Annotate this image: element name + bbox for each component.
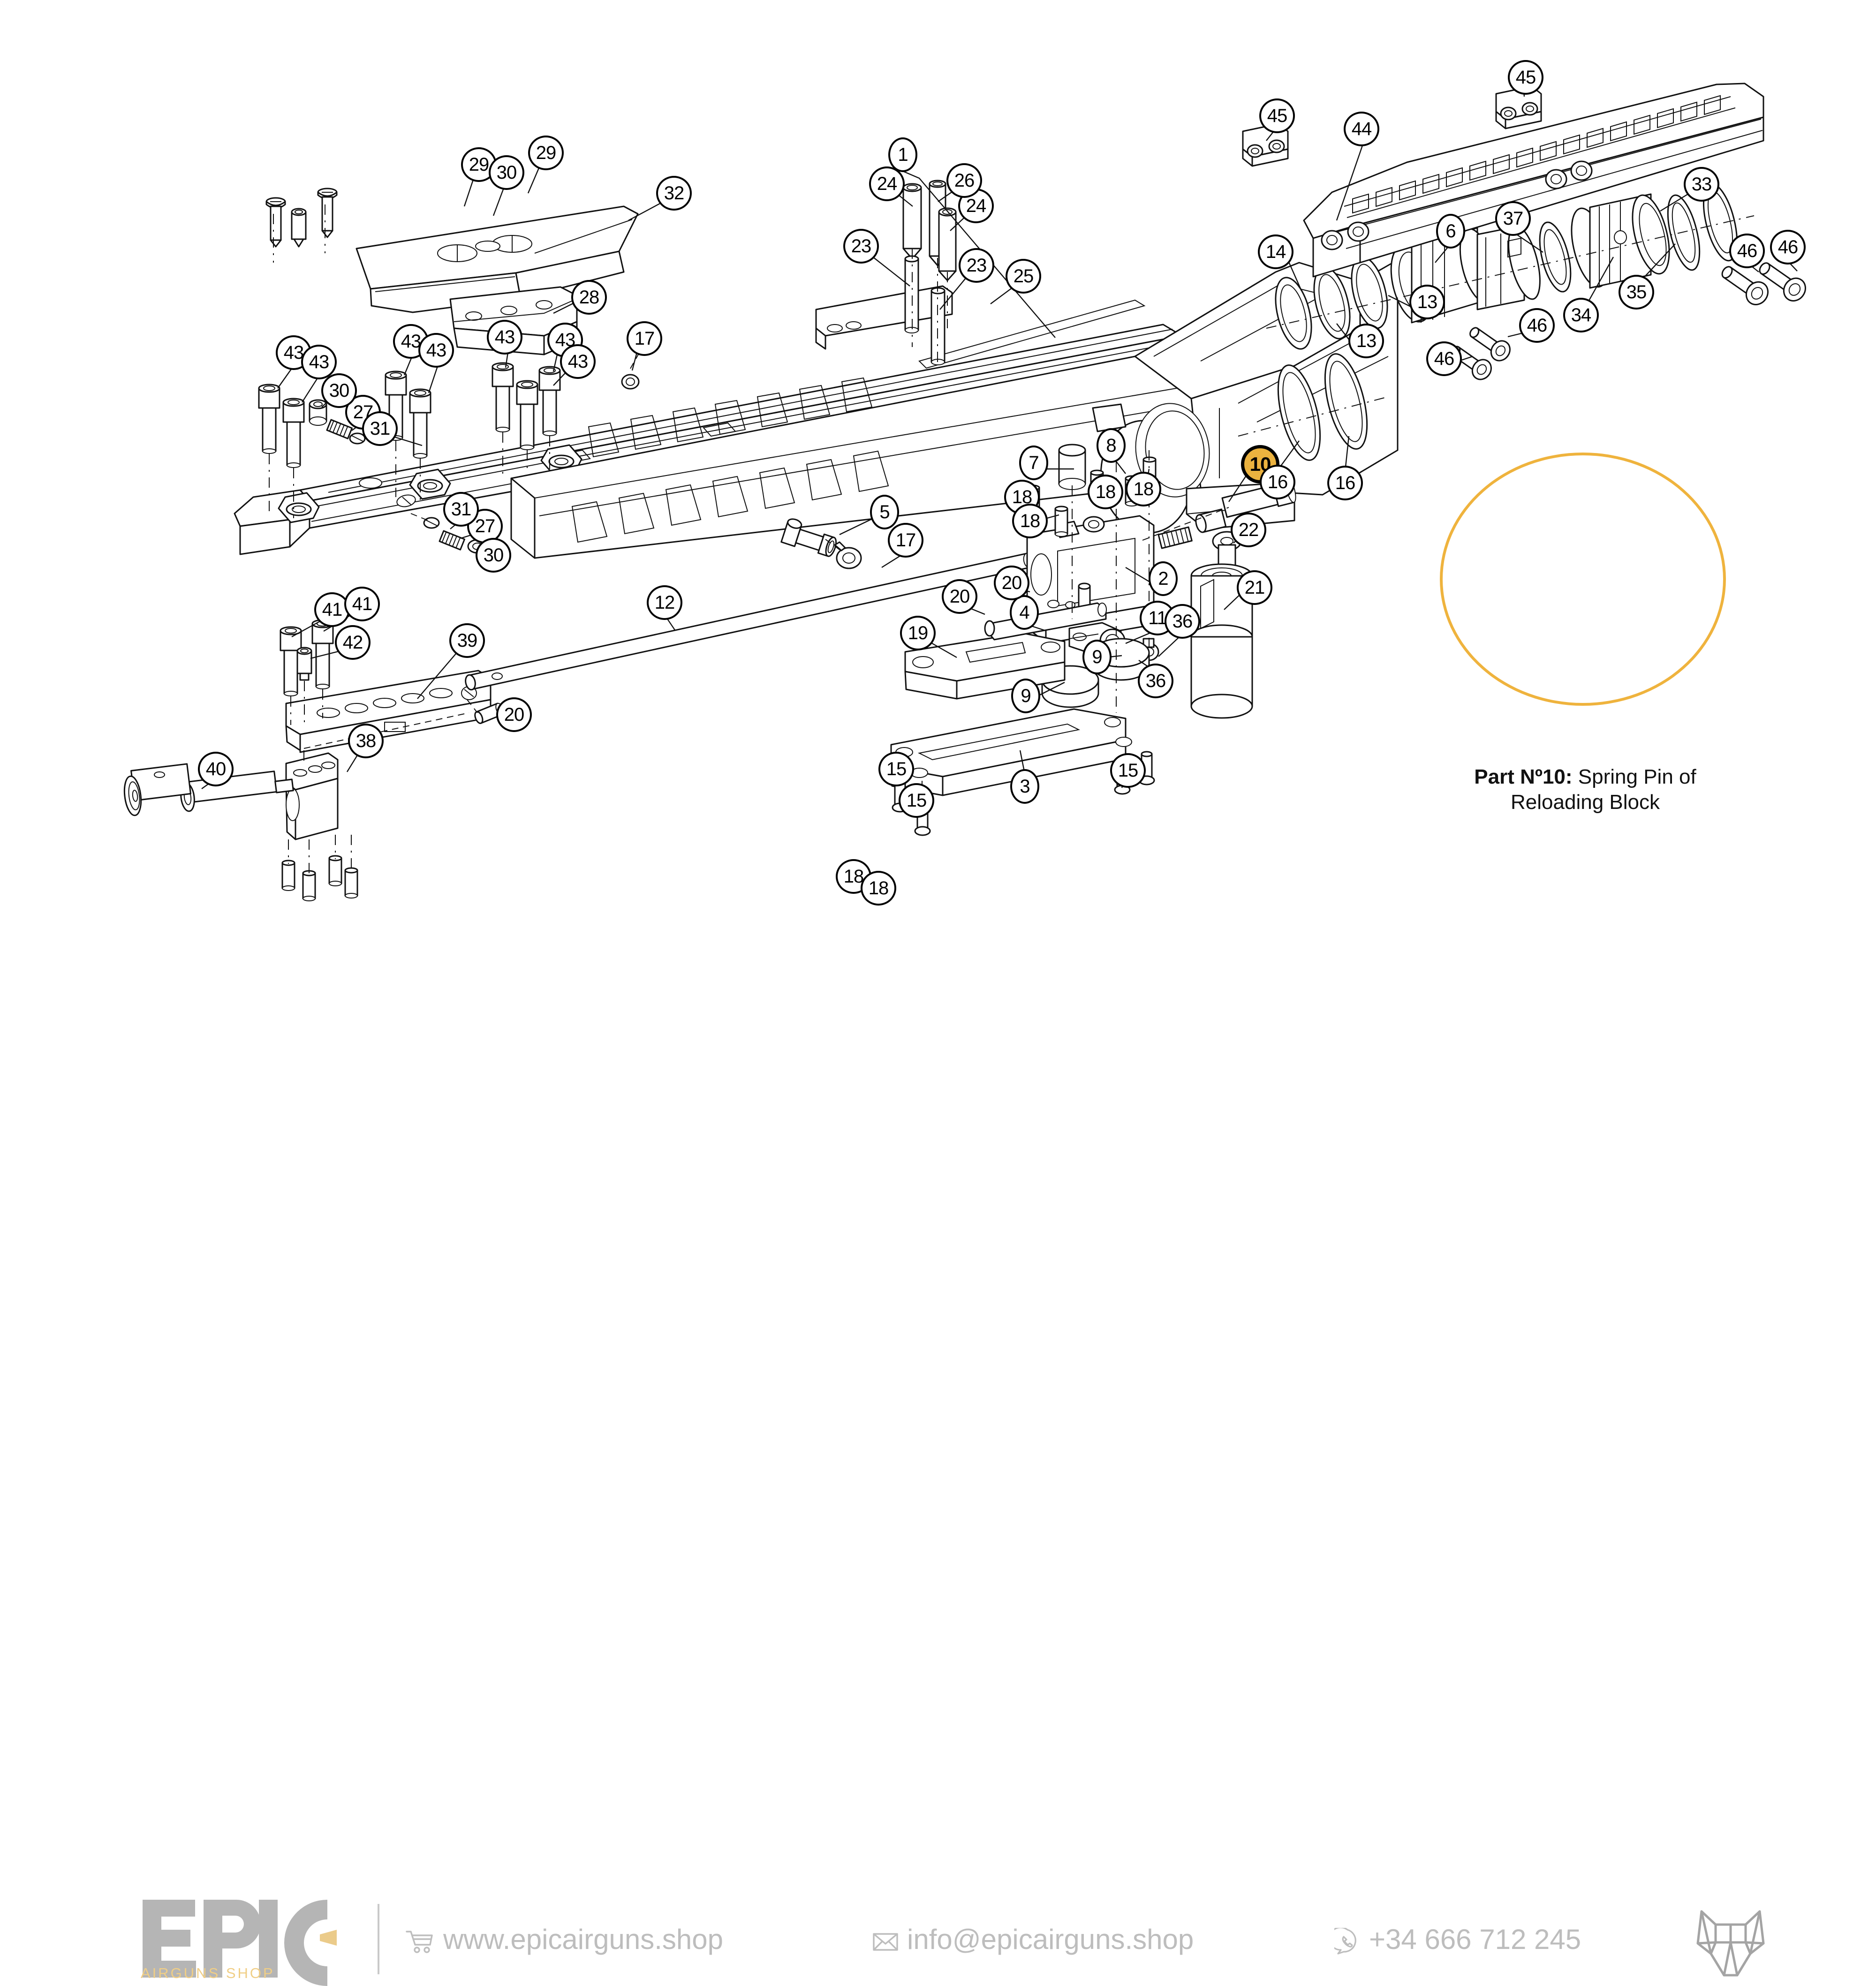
callout-bubble-46[interactable]: 46 [1770, 230, 1806, 264]
email-text: info@epicairguns.shop [907, 1924, 1194, 1955]
callout-bubble-45[interactable]: 45 [1259, 98, 1295, 133]
callout-bubble-16[interactable]: 16 [1260, 465, 1295, 499]
callout-bubble-43[interactable]: 43 [487, 320, 522, 355]
part-magnifier-circle [1440, 453, 1726, 706]
callout-bubble-35[interactable]: 35 [1619, 275, 1654, 310]
callout-bubble-29[interactable]: 29 [528, 136, 564, 170]
callout-bubble-23[interactable]: 23 [959, 248, 994, 283]
callout-bubble-46[interactable]: 46 [1519, 308, 1555, 343]
callout-bubble-43[interactable]: 43 [418, 333, 454, 368]
callout-bubble-28[interactable]: 28 [571, 280, 607, 315]
part-number-label: Part Nº10: [1474, 765, 1573, 788]
callout-bubble-46[interactable]: 46 [1426, 341, 1462, 376]
callout-bubble-38[interactable]: 38 [348, 724, 384, 758]
cart-icon [406, 1930, 433, 1953]
callout-bubble-32[interactable]: 32 [656, 176, 692, 211]
callout-bubble-18[interactable]: 18 [1088, 475, 1123, 509]
callout-bubble-11[interactable]: 11 [1140, 601, 1175, 635]
part-caption: Part Nº10: Spring Pin of Reloading Block [1388, 764, 1782, 815]
website-contact[interactable]: www.epicairguns.shop [406, 1924, 723, 1957]
exploded-view-illustration: .l{fill:none;stroke:#111;stroke-width:3;… [123, 83, 1806, 902]
callout-bubble-1[interactable]: 1 [888, 137, 917, 172]
callout-bubble-27[interactable]: 27 [467, 509, 503, 544]
callout-bubble-20[interactable]: 20 [942, 579, 977, 614]
callout-bubble-39[interactable]: 39 [449, 623, 485, 658]
callout-bubble-18[interactable]: 18 [861, 871, 896, 906]
callout-bubble-25[interactable]: 25 [1006, 259, 1041, 294]
callout-bubble-42[interactable]: 42 [335, 625, 371, 660]
part-name-line1: Spring Pin of [1578, 765, 1696, 788]
callout-bubble-36[interactable]: 36 [1165, 604, 1200, 639]
callout-bubble-43[interactable]: 43 [301, 345, 337, 379]
callout-bubble-33[interactable]: 33 [1684, 167, 1719, 202]
callout-bubble-7[interactable]: 7 [1019, 446, 1048, 480]
brand-subtitle: AIRGUNS SHOP [141, 1965, 275, 1981]
callout-bubble-26[interactable]: 26 [946, 163, 982, 198]
callout-bubble-17[interactable]: 17 [888, 523, 923, 558]
callout-bubble-2[interactable]: 2 [1149, 561, 1178, 596]
callout-bubble-23[interactable]: 23 [843, 229, 879, 264]
callout-bubble-19[interactable]: 19 [900, 616, 936, 650]
callout-bubble-8[interactable]: 8 [1097, 428, 1126, 463]
callout-bubble-3[interactable]: 3 [1010, 769, 1039, 804]
callout-bubble-20[interactable]: 20 [994, 566, 1029, 600]
callout-bubble-4[interactable]: 4 [1010, 595, 1039, 630]
callout-bubble-6[interactable]: 6 [1436, 214, 1465, 249]
callout-bubble-41[interactable]: 41 [314, 592, 350, 627]
callout-bubble-30[interactable]: 30 [321, 373, 357, 408]
callout-bubble-18[interactable]: 18 [1012, 504, 1048, 538]
callout-bubble-30[interactable]: 30 [489, 155, 524, 190]
callout-bubble-41[interactable]: 41 [344, 587, 380, 621]
part-name-line2: Reloading Block [1511, 790, 1660, 814]
callout-bubble-24[interactable]: 24 [869, 166, 905, 201]
callout-bubble-15[interactable]: 15 [899, 783, 934, 818]
callout-bubble-18[interactable]: 18 [1126, 472, 1161, 506]
callout-bubble-22[interactable]: 22 [1231, 513, 1266, 547]
footer-divider [378, 1904, 379, 1974]
callout-bubble-12[interactable]: 12 [647, 585, 682, 620]
callout-bubble-45[interactable]: 45 [1508, 60, 1543, 95]
phone-contact[interactable]: +34 666 712 245 [1334, 1924, 1581, 1957]
callout-bubble-40[interactable]: 40 [198, 752, 234, 786]
callout-bubble-17[interactable]: 17 [627, 321, 662, 356]
callout-bubble-21[interactable]: 21 [1237, 570, 1272, 605]
callout-bubble-43[interactable]: 43 [560, 344, 596, 379]
envelope-icon [873, 1933, 898, 1951]
callout-bubble-31[interactable]: 31 [443, 492, 479, 527]
callout-bubble-46[interactable]: 46 [1729, 234, 1765, 268]
callout-bubble-30[interactable]: 30 [476, 538, 511, 573]
callout-bubble-20[interactable]: 20 [496, 697, 532, 732]
callout-bubble-14[interactable]: 14 [1258, 234, 1294, 269]
callout-bubble-44[interactable]: 44 [1344, 112, 1379, 146]
callout-bubble-13[interactable]: 13 [1348, 324, 1384, 358]
footer-bar: AIRGUNS SHOP www.epicairguns.shop [0, 947, 1876, 1986]
wolf-head-icon [1696, 1910, 1765, 1977]
callout-bubble-16[interactable]: 16 [1327, 466, 1363, 500]
whatsapp-icon [1334, 1927, 1356, 1955]
email-contact[interactable]: info@epicairguns.shop [872, 1924, 1194, 1957]
callout-bubble-36[interactable]: 36 [1138, 664, 1173, 698]
callout-bubble-9[interactable]: 9 [1011, 679, 1040, 713]
callout-bubble-15[interactable]: 15 [878, 752, 914, 786]
callout-bubble-9[interactable]: 9 [1082, 640, 1112, 674]
callout-bubble-37[interactable]: 37 [1495, 201, 1531, 236]
callout-bubble-31[interactable]: 31 [362, 411, 398, 446]
website-text: www.epicairguns.shop [443, 1924, 723, 1955]
phone-text: +34 666 712 245 [1369, 1924, 1581, 1955]
callout-bubble-34[interactable]: 34 [1563, 298, 1599, 332]
callout-bubble-5[interactable]: 5 [870, 495, 899, 529]
callout-bubble-15[interactable]: 15 [1110, 753, 1146, 788]
callout-bubble-13[interactable]: 13 [1409, 285, 1445, 319]
diagram-canvas: .l{fill:none;stroke:#111;stroke-width:3;… [0, 60, 1876, 1986]
